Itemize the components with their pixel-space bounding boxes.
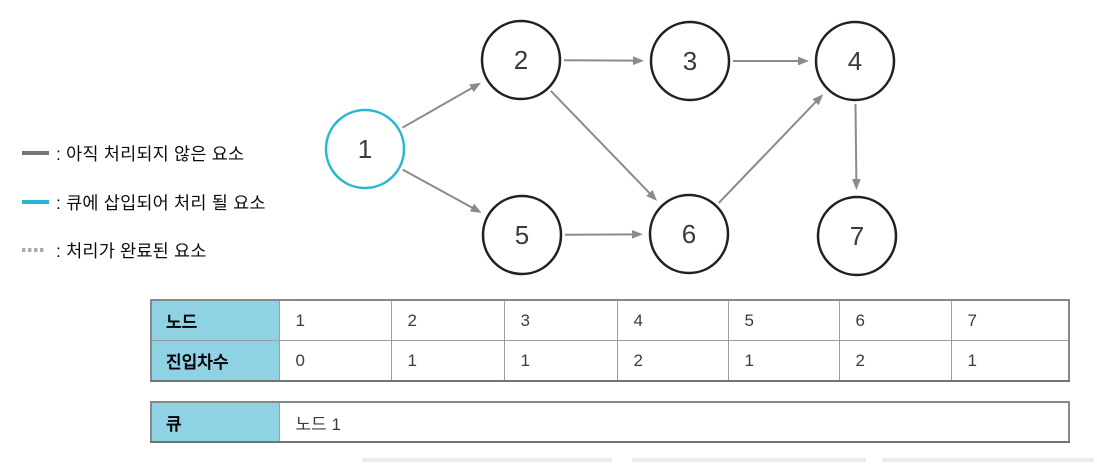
edge-3-4 — [733, 56, 809, 66]
topological-sort-graph: 1 2 3 4 5 6 7 — [324, 19, 898, 277]
edge-4-7 — [851, 103, 861, 191]
queue-table: 큐 노드 1 — [150, 401, 1070, 443]
arrowhead-icon — [798, 56, 809, 66]
cutoff-row-hint — [632, 458, 866, 462]
node-number-label: 6 — [682, 219, 696, 249]
node-circle — [816, 195, 898, 277]
graph-node-7: 7 — [816, 195, 898, 277]
legend-label-done: : 처리가 완료된 요소 — [56, 240, 207, 261]
arrowhead-icon — [632, 56, 645, 66]
edge-6-4 — [718, 94, 824, 204]
node-number-label: 1 — [358, 134, 372, 164]
node-cell: 6 — [838, 299, 952, 341]
edge-5-6 — [564, 229, 644, 239]
node-number-label: 2 — [514, 45, 528, 75]
cutoff-row-hint — [362, 458, 612, 462]
edge-1-2 — [401, 82, 482, 129]
arrowhead-icon — [851, 178, 861, 191]
node-cell: 7 — [950, 299, 1070, 341]
node-circle — [649, 20, 731, 102]
node-circle-queued — [324, 108, 406, 190]
node-cell: 5 — [727, 299, 840, 341]
indegree-cell: 2 — [838, 340, 952, 382]
graph-node-6: 6 — [648, 193, 730, 275]
node-circle — [648, 193, 730, 275]
dotted-line-swatch — [22, 248, 46, 252]
row-header-queue: 큐 — [150, 401, 280, 443]
graph-node-1: 1 — [324, 108, 406, 190]
cutoff-row-hint — [882, 458, 1094, 462]
table-row-indegree: 진입차수 0 1 1 2 1 2 1 — [150, 340, 1070, 382]
indegree-cell: 1 — [950, 340, 1070, 382]
node-number-label: 7 — [850, 221, 864, 251]
table-row-queue: 큐 노드 1 — [150, 401, 1070, 443]
node-circle — [480, 19, 562, 101]
graph-node-4: 4 — [814, 20, 896, 102]
arrowhead-icon — [469, 82, 482, 93]
queue-content-cell: 노드 1 — [278, 401, 1070, 443]
indegree-cell: 1 — [727, 340, 840, 382]
arrowhead-icon — [469, 203, 482, 213]
edge-line — [550, 90, 653, 196]
cyan-line-swatch — [22, 200, 49, 204]
node-cell: 1 — [278, 299, 392, 341]
row-header-node: 노드 — [150, 299, 280, 341]
node-number-label: 5 — [515, 220, 529, 250]
node-cell: 3 — [503, 299, 618, 341]
legend-item-unprocessed: : 아직 처리되지 않은 요소 — [22, 141, 244, 165]
legend-item-done: : 처리가 완료된 요소 — [22, 238, 207, 262]
arrowhead-icon — [646, 189, 658, 201]
edge-line — [718, 99, 819, 204]
gray-line-swatch — [22, 151, 49, 155]
edge-line — [401, 85, 475, 129]
edge-1-5 — [402, 168, 482, 213]
indegree-cell: 1 — [390, 340, 505, 382]
node-number-label: 4 — [848, 46, 862, 76]
edge-2-3 — [563, 56, 645, 66]
legend-label-queued: : 큐에 삽입되어 처리 될 요소 — [56, 192, 266, 213]
arrowhead-icon — [631, 229, 644, 239]
indegree-cell: 1 — [503, 340, 618, 382]
table-row-nodes: 노드 1 2 3 4 5 6 7 — [150, 299, 1070, 341]
graph-node-2: 2 — [480, 19, 562, 101]
indegree-cell: 2 — [616, 340, 729, 382]
legend-label-unprocessed: : 아직 처리되지 않은 요소 — [56, 143, 245, 164]
node-circle — [481, 194, 563, 276]
graph-node-5: 5 — [481, 194, 563, 276]
edge-2-6 — [550, 90, 658, 201]
arrowhead-icon — [812, 94, 824, 106]
legend-item-queued: : 큐에 삽입되어 처리 될 요소 — [22, 190, 266, 214]
node-cell: 4 — [616, 299, 729, 341]
node-cell: 2 — [390, 299, 505, 341]
row-header-indegree: 진입차수 — [150, 340, 280, 382]
edge-line — [402, 168, 476, 210]
node-circle — [814, 20, 896, 102]
indegree-cell: 0 — [278, 340, 392, 382]
edge-line — [854, 103, 858, 183]
graph-node-3: 3 — [649, 20, 731, 102]
node-number-label: 3 — [683, 46, 697, 76]
indegree-table: 노드 1 2 3 4 5 6 7 진입차수 0 1 1 2 1 2 1 — [150, 299, 1070, 382]
